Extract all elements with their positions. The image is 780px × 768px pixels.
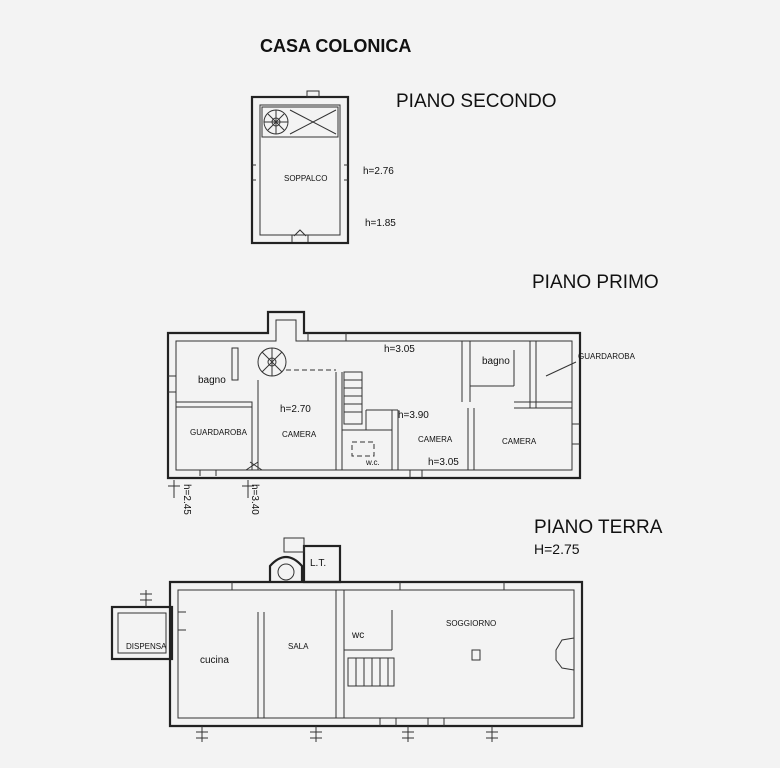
height-first-305-top: h=3.05 (384, 344, 415, 355)
height-first-270: h=2.70 (280, 404, 311, 415)
ground-floor-outer-wall (168, 580, 584, 728)
first-floor-plan: PIANO PRIMO (166, 272, 659, 515)
height-second-2: h=1.85 (365, 218, 396, 229)
staircase-icon (347, 657, 395, 687)
ground-floor-title: PIANO TERRA (534, 517, 663, 538)
room-sala: SALA (288, 642, 309, 651)
ground-floor-height: H=2.75 (534, 541, 580, 557)
second-floor-plan: PIANO SECONDO SOPPALCO h=2.76 h=1.85 (250, 90, 556, 245)
first-floor-title: PIANO PRIMO (532, 272, 659, 293)
height-first-340: h=3.40 (249, 484, 260, 515)
room-guardaroba-right: GUARDAROBA (578, 352, 636, 361)
height-first-390: h=3.90 (398, 410, 429, 421)
room-camera-right: CAMERA (502, 437, 537, 446)
room-bagno-right: bagno (482, 356, 510, 367)
room-soppalco: SOPPALCO (284, 174, 327, 183)
room-wc-first: w.c. (365, 458, 380, 467)
second-floor-title: PIANO SECONDO (396, 91, 556, 112)
oven-icon (277, 563, 295, 581)
room-guardaroba-left: GUARDAROBA (190, 428, 248, 437)
second-floor-outer-wall (250, 95, 350, 245)
room-camera-mid: CAMERA (418, 435, 453, 444)
room-bagno-left: bagno (198, 375, 226, 386)
room-dispensa: DISPENSA (126, 642, 167, 651)
staircase-icon (343, 371, 363, 425)
height-first-245: h=2.45 (181, 484, 192, 515)
room-cucina: cucina (200, 655, 229, 666)
plan-title: CASA COLONICA (260, 36, 411, 56)
room-lt: L.T. (310, 558, 326, 569)
fireplace-icon (555, 637, 575, 671)
room-camera-left: CAMERA (282, 430, 317, 439)
ground-floor-plan: PIANO TERRA H=2.75 (110, 517, 663, 742)
height-first-305-bottom: h=3.05 (428, 457, 459, 468)
room-soggiorno: SOGGIORNO (446, 619, 496, 628)
height-second-1: h=2.76 (363, 166, 394, 177)
first-floor-outer-wall (166, 310, 582, 480)
room-wc-ground: wc (351, 630, 364, 641)
